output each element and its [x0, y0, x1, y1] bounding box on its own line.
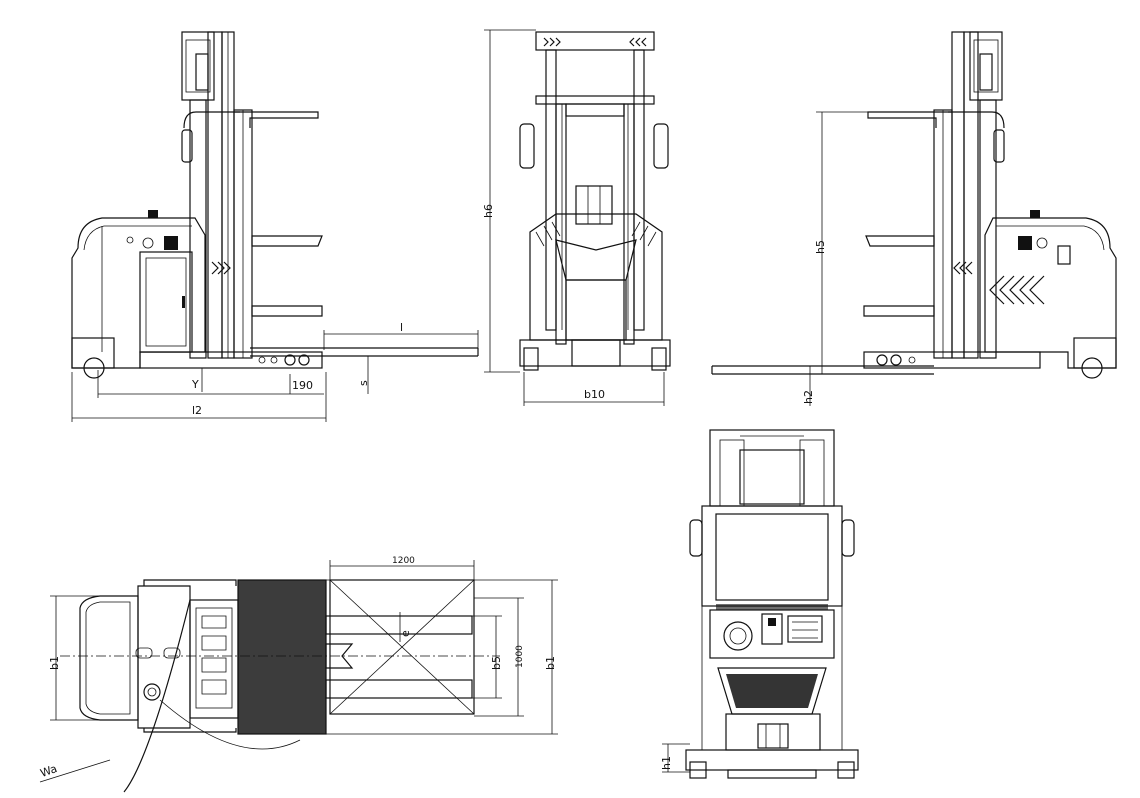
side-view-right-dimensions: h5 h2 — [802, 111, 868, 406]
dim-h6: h6 — [482, 204, 495, 218]
dim-b5: b5 — [490, 656, 503, 670]
rear-view-dimensions: h1 — [660, 743, 690, 773]
dim-1200: 1200 — [392, 556, 415, 566]
dim-b10: b10 — [584, 388, 605, 401]
side-view-left-dimensions: l s Y 190 l2 — [71, 321, 479, 422]
top-view-dimensions: 1200 e b5 1000 b1 b1 Wa — [39, 556, 558, 793]
dim-y: Y — [191, 378, 199, 391]
dim-wa: Wa — [39, 762, 59, 780]
side-view-right — [711, 31, 1117, 379]
front-view — [519, 31, 671, 371]
rear-view — [685, 429, 859, 779]
dim-b1-left: b1 — [48, 656, 61, 670]
dim-s: s — [357, 380, 370, 386]
dim-190: 190 — [292, 379, 313, 392]
dim-e: e — [399, 630, 412, 637]
dim-h2: h2 — [802, 390, 815, 404]
dim-1000: 1000 — [515, 645, 525, 668]
dim-h5: h5 — [814, 240, 827, 254]
dim-h1: h1 — [660, 756, 673, 770]
top-view — [60, 579, 500, 735]
dim-b1-right: b1 — [544, 656, 557, 670]
side-view-left — [71, 31, 479, 379]
dim-l: l — [400, 321, 403, 334]
front-view-dimensions: h6 b10 — [482, 29, 665, 406]
dim-l2: l2 — [192, 404, 202, 417]
